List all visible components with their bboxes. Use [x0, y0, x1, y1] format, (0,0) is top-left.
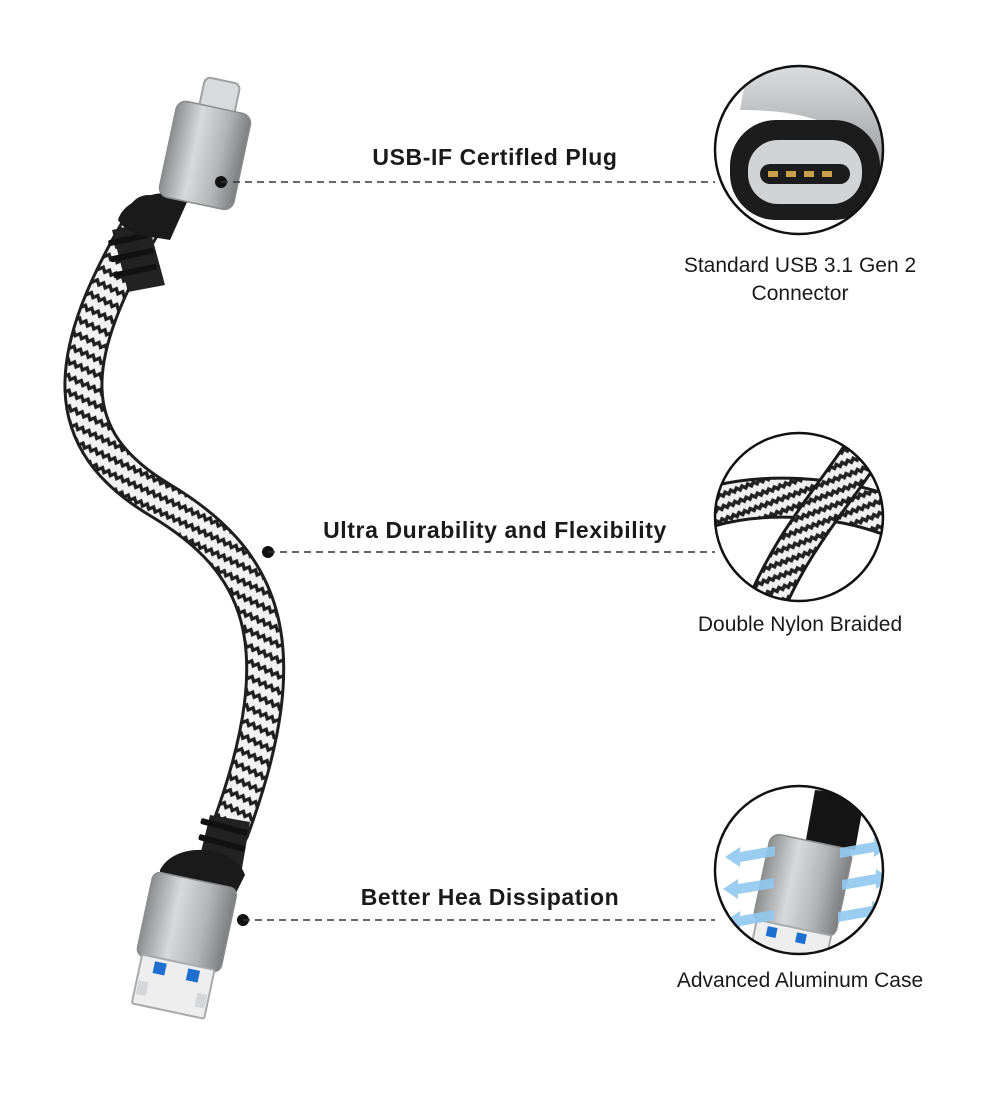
caption-connector: Standard USB 3.1 Gen 2 Connector [650, 252, 950, 308]
caption-connector-line-2: Connector [751, 282, 849, 305]
strain-relief-top [108, 192, 188, 292]
feature-title-heat: Better Hea Dissipation [360, 884, 620, 910]
usb-c-port-closeup-icon [713, 64, 885, 236]
caption-braid: Double Nylon Braided [650, 611, 950, 639]
usb-c-to-usb-a-braided-cable-icon [63, 76, 286, 1020]
usb-a-connector-icon [131, 871, 238, 1020]
leader-line-2 [262, 546, 715, 558]
caption-connector-line-1: Standard USB 3.1 Gen 2 [683, 254, 917, 277]
caption-braid-line-1: Double Nylon Braided [697, 613, 903, 636]
usb-c-connector-icon [158, 76, 252, 211]
caption-case: Advanced Aluminum Case [640, 967, 960, 995]
leader-line-3 [237, 914, 715, 926]
aluminum-case-heat-icon [713, 784, 885, 956]
feature-title-durability: Ultra Durability and Flexibility [323, 517, 667, 543]
caption-case-line-1: Advanced Aluminum Case [676, 969, 924, 992]
leader-line-1 [215, 176, 715, 188]
nylon-braid-closeup-icon [713, 431, 885, 603]
feature-title-plug: USB-IF Certifled Plug [372, 144, 618, 170]
